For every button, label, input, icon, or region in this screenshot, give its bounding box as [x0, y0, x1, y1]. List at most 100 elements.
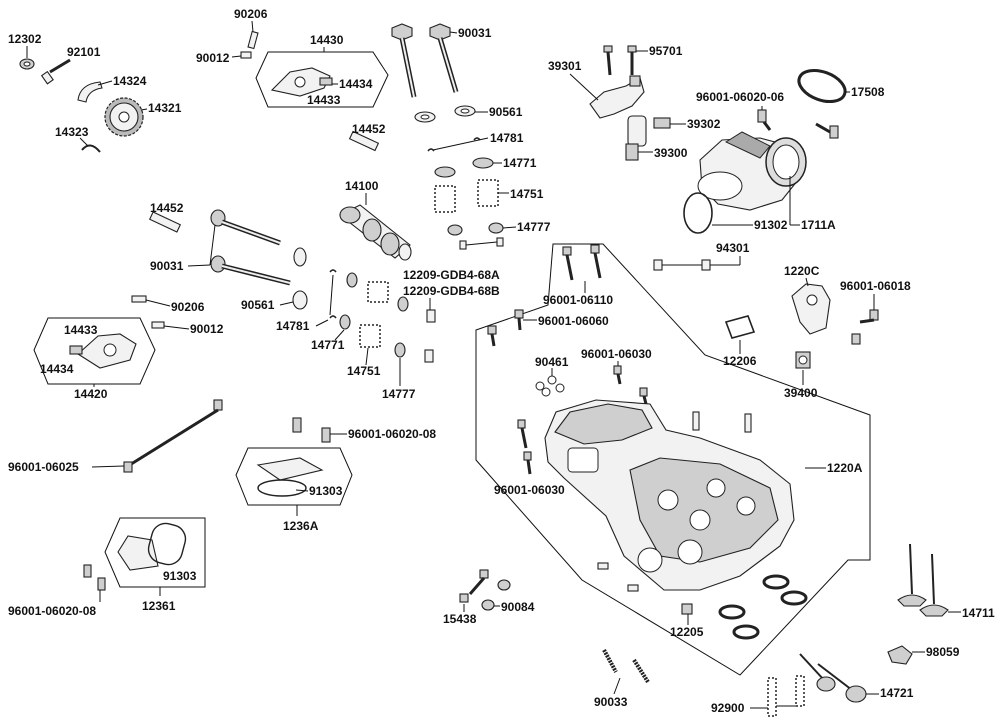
part-14777-seals-top — [447, 222, 504, 236]
part-14751-springs-top — [434, 179, 499, 213]
label-96001-06025: 96001-06025 — [8, 460, 79, 474]
part-94301-dowels — [653, 259, 711, 271]
part-96001-06020-08-bolts-low — [83, 564, 106, 591]
label-12209a: 12209-GDB4-68A — [403, 268, 500, 282]
label-14771-top: 14771 — [503, 156, 537, 170]
part-92900-studs — [767, 675, 805, 717]
label-14771-left: 14771 — [311, 338, 345, 352]
part-96001-06030-bolts-low — [517, 419, 532, 475]
label-14711: 14711 — [962, 606, 995, 620]
part-96001-06060-bolts — [487, 309, 524, 347]
part-96001-06018-bolts — [851, 309, 879, 345]
part-14771-retainers-left — [339, 272, 358, 330]
label-96001-06018: 96001-06018 — [840, 279, 911, 293]
part-14323-clip — [81, 144, 101, 153]
part-90461-washers — [535, 375, 565, 397]
part-14781-cotters-left — [329, 269, 337, 319]
part-14452-pin-top — [348, 130, 380, 152]
label-14777-left: 14777 — [382, 387, 416, 401]
label-96001-06060: 96001-06060 — [538, 314, 609, 328]
part-14711-intake-valves — [897, 543, 949, 617]
part-12361-cover — [117, 522, 187, 571]
part-90561-washers-left — [292, 247, 308, 310]
part-valve-guides-box — [597, 411, 752, 592]
label-90561-left: 90561 — [241, 298, 275, 312]
label-90012-left: 90012 — [190, 322, 224, 336]
part-12205-plug — [681, 603, 693, 615]
part-14771-retainers-top — [434, 157, 494, 178]
label-96001-06020-08-low: 96001-06020-08 — [8, 604, 96, 618]
part-96001-06025-bolt — [123, 399, 223, 473]
part-98059-sensor — [887, 645, 913, 665]
label-14321: 14321 — [148, 101, 182, 115]
part-valve-guide-pins-top — [459, 237, 504, 250]
part-17508-clamp — [797, 68, 847, 104]
part-1236A-cover — [256, 457, 324, 497]
label-12209b: 12209-GDB4-68B — [403, 284, 500, 298]
label-14324: 14324 — [113, 74, 147, 88]
label-14433-top: 14433 — [307, 93, 341, 107]
label-12361: 12361 — [142, 599, 176, 613]
label-90084: 90084 — [501, 600, 535, 614]
part-96001-06030-bolts-top — [613, 365, 648, 405]
part-valve-seat-rings — [718, 574, 808, 640]
label-92900: 92900 — [711, 701, 745, 715]
part-96001-06020-08-bolts-mid — [292, 417, 331, 443]
label-39400: 39400 — [784, 386, 818, 400]
label-14751-left: 14751 — [347, 364, 381, 378]
label-14100: 14100 — [345, 179, 379, 193]
part-14420-rocker-arm — [69, 333, 137, 369]
label-14452-left: 14452 — [150, 201, 184, 215]
box-1236A — [235, 447, 353, 506]
label-1220A: 1220A — [827, 461, 863, 475]
label-14323: 14323 — [55, 125, 89, 139]
label-91302: 91302 — [754, 218, 788, 232]
label-90206-left: 90206 — [171, 300, 205, 314]
part-14751-springs-left — [359, 281, 389, 348]
part-12206-gasket — [724, 315, 756, 339]
part-39302-sensor — [653, 117, 671, 129]
label-90206-top: 90206 — [234, 7, 268, 21]
part-39300-thermostat — [625, 115, 647, 161]
part-90561-washers-top — [414, 105, 476, 123]
label-39302: 39302 — [687, 117, 721, 131]
part-12302-seal — [19, 58, 35, 70]
label-39300: 39300 — [654, 146, 688, 160]
label-92101: 92101 — [67, 45, 101, 59]
part-1220C-thermo-housing — [791, 283, 831, 335]
label-95701: 95701 — [649, 44, 683, 58]
label-90561-top: 90561 — [489, 105, 523, 119]
part-91302-o-ring — [683, 192, 713, 234]
box-12361 — [104, 517, 206, 588]
part-14721-exhaust-valves — [799, 653, 867, 703]
label-14434-top: 14434 — [339, 77, 373, 91]
label-39301: 39301 — [548, 59, 582, 73]
label-14781-left: 14781 — [276, 319, 310, 333]
label-14721: 14721 — [880, 686, 914, 700]
label-14430: 14430 — [310, 33, 344, 47]
label-90012-top: 90012 — [196, 51, 230, 65]
label-14777-top: 14777 — [517, 220, 551, 234]
label-12205: 12205 — [670, 625, 704, 639]
label-96001-06110: 96001-06110 — [543, 293, 613, 307]
part-90084-washers — [481, 579, 511, 611]
label-12302: 12302 — [8, 32, 42, 46]
part-14324-plate — [77, 81, 103, 103]
label-90031-top: 90031 — [458, 26, 492, 40]
box-14420 — [33, 317, 156, 385]
part-14321-sprocket — [104, 97, 144, 137]
label-96001-06020-06: 96001-06020-06 — [696, 90, 784, 104]
part-90012-washer-left — [151, 321, 165, 329]
label-14434-left: 14434 — [40, 362, 74, 376]
part-90206-screw-left — [131, 295, 147, 303]
part-15438-bolts — [459, 569, 489, 603]
label-14433-left: 14433 — [64, 323, 98, 337]
part-39400-sensor — [795, 351, 811, 369]
part-96001-06020-06-bolts — [757, 109, 839, 139]
part-intake-sleeve — [765, 137, 807, 187]
part-1220A-cylinder-head — [544, 399, 795, 591]
part-96001-06110-bolts — [562, 244, 602, 281]
label-94301: 94301 — [716, 241, 750, 255]
label-91303-low: 91303 — [163, 569, 197, 583]
part-92101-bolt — [40, 58, 71, 85]
